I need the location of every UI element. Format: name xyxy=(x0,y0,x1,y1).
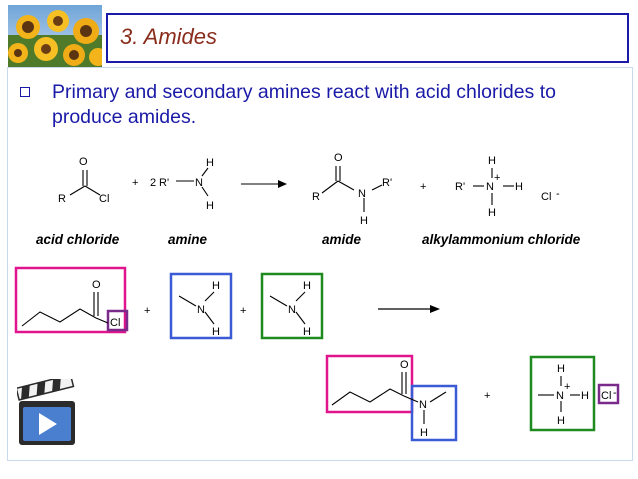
plus-sign: + xyxy=(484,390,490,402)
atom-Rprime: R' xyxy=(382,177,392,189)
slide-content-frame xyxy=(7,67,633,461)
plus-sign: + xyxy=(240,305,246,317)
atom-R: R xyxy=(58,193,66,205)
atom-Rprime: R' xyxy=(455,181,465,193)
page-title: 3. Amides xyxy=(120,24,218,49)
label-amide: amide xyxy=(322,232,362,247)
plus-sign: + xyxy=(144,305,150,317)
atom-O: O xyxy=(92,279,101,291)
atom-H: H xyxy=(206,200,214,212)
charge-minus: - xyxy=(613,387,617,399)
charge-minus: - xyxy=(556,188,560,200)
sunflower-image xyxy=(8,5,102,67)
label-acid-chloride: acid chloride xyxy=(36,232,120,247)
atom-H: H xyxy=(488,207,496,219)
atom-H: H xyxy=(212,326,220,338)
charge-plus: + xyxy=(494,172,500,184)
label-amine: amine xyxy=(168,232,208,247)
atom-N: N xyxy=(288,304,296,316)
atom-H: H xyxy=(360,215,368,227)
movie-clapper-icon[interactable] xyxy=(17,379,77,447)
atom-H: H xyxy=(420,427,428,439)
atom-O: O xyxy=(400,359,409,371)
atom-Cl: Cl xyxy=(99,193,109,205)
atom-Cl: Cl xyxy=(601,390,611,402)
atom-N: N xyxy=(556,390,564,402)
plus-sign: + xyxy=(420,181,426,193)
atom-Cl: Cl xyxy=(541,191,551,203)
atom-H: H xyxy=(557,415,565,427)
atom-H: H xyxy=(488,155,496,167)
atom-N: N xyxy=(486,181,494,193)
atom-N: N xyxy=(197,304,205,316)
atom-Cl: Cl xyxy=(110,317,120,329)
atom-H: H xyxy=(303,280,311,292)
atom-H: H xyxy=(581,390,589,402)
bullet-text: Primary and secondary amines react with … xyxy=(52,81,556,128)
bullet-square-icon xyxy=(20,87,30,97)
plus-sign: + xyxy=(132,177,138,189)
atom-H: H xyxy=(303,326,311,338)
atom-Rprime: R' xyxy=(159,177,169,189)
atom-O: O xyxy=(334,152,343,164)
atom-N: N xyxy=(419,399,427,411)
atom-H: H xyxy=(212,280,220,292)
atom-N: N xyxy=(195,177,203,189)
atom-H: H xyxy=(206,157,214,169)
atom-N: N xyxy=(358,188,366,200)
charge-plus: + xyxy=(564,381,570,393)
coefficient: 2 xyxy=(150,177,156,189)
title-box: 3. Amides xyxy=(106,13,629,63)
atom-R: R xyxy=(312,191,320,203)
atom-O: O xyxy=(79,156,88,168)
atom-H: H xyxy=(515,181,523,193)
atom-H: H xyxy=(557,363,565,375)
label-alkylammonium-chloride: alkylammonium chloride xyxy=(422,232,581,247)
